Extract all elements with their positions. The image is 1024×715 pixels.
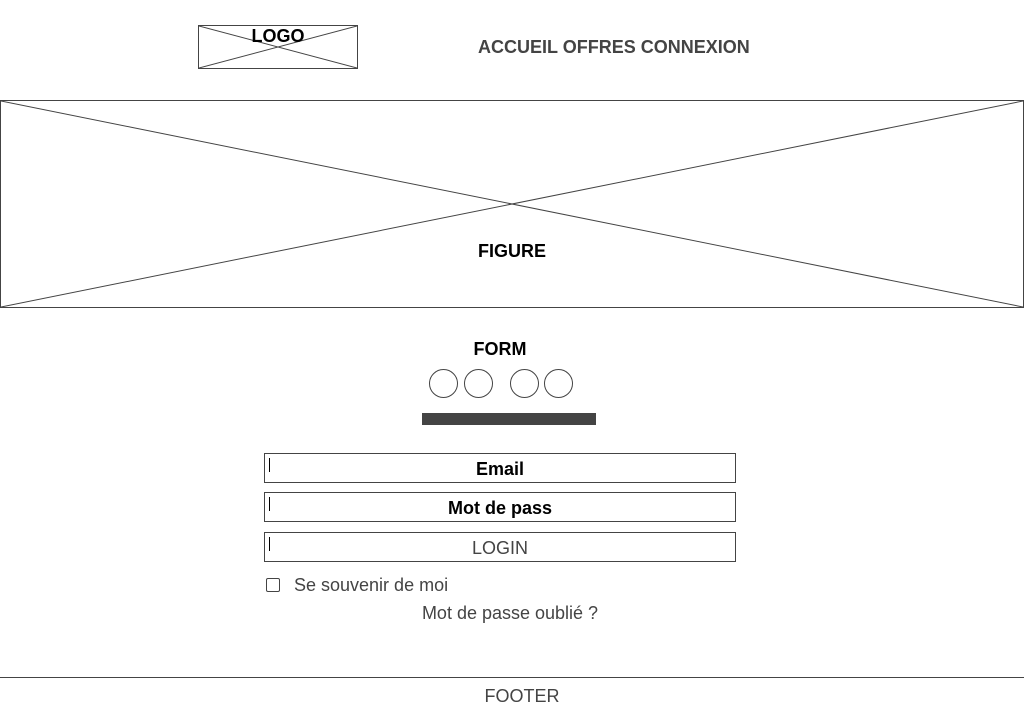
nav-link-offres[interactable]: OFFRES	[562, 37, 636, 57]
logo-placeholder[interactable]: LOGO	[198, 25, 358, 69]
circle-icon[interactable]	[544, 369, 573, 398]
email-field[interactable]: Email	[264, 453, 736, 483]
image-placeholder-icon	[1, 101, 1023, 307]
logo-label: LOGO	[251, 26, 305, 46]
text-caret	[269, 537, 270, 551]
form-title: FORM	[473, 339, 527, 359]
forgot-password-link[interactable]: Mot de passe oublié ?	[421, 603, 599, 623]
circle-icon[interactable]	[464, 369, 493, 398]
email-field-label: Email	[475, 459, 525, 479]
circle-icon[interactable]	[510, 369, 539, 398]
nav-link-accueil[interactable]: ACCUEIL	[478, 37, 558, 57]
top-nav: ACCUEIL OFFRES CONNEXION	[478, 36, 750, 58]
figure-label: FIGURE	[477, 241, 546, 261]
progress-bar	[422, 413, 596, 425]
hero-figure-placeholder: FIGURE	[0, 100, 1024, 308]
circle-icon[interactable]	[429, 369, 458, 398]
text-caret	[269, 497, 270, 511]
text-caret	[269, 458, 270, 472]
footer-label: FOOTER	[484, 686, 560, 706]
nav-link-connexion[interactable]: CONNEXION	[640, 37, 750, 57]
login-button[interactable]: LOGIN	[264, 532, 736, 562]
remember-me-checkbox[interactable]	[266, 578, 280, 592]
remember-me-label[interactable]: Se souvenir de moi	[294, 575, 449, 595]
login-button-label: LOGIN	[471, 538, 528, 558]
password-field[interactable]: Mot de pass	[264, 492, 736, 522]
password-field-label: Mot de pass	[447, 498, 553, 518]
image-placeholder-icon	[199, 26, 357, 68]
footer-divider	[0, 677, 1024, 678]
